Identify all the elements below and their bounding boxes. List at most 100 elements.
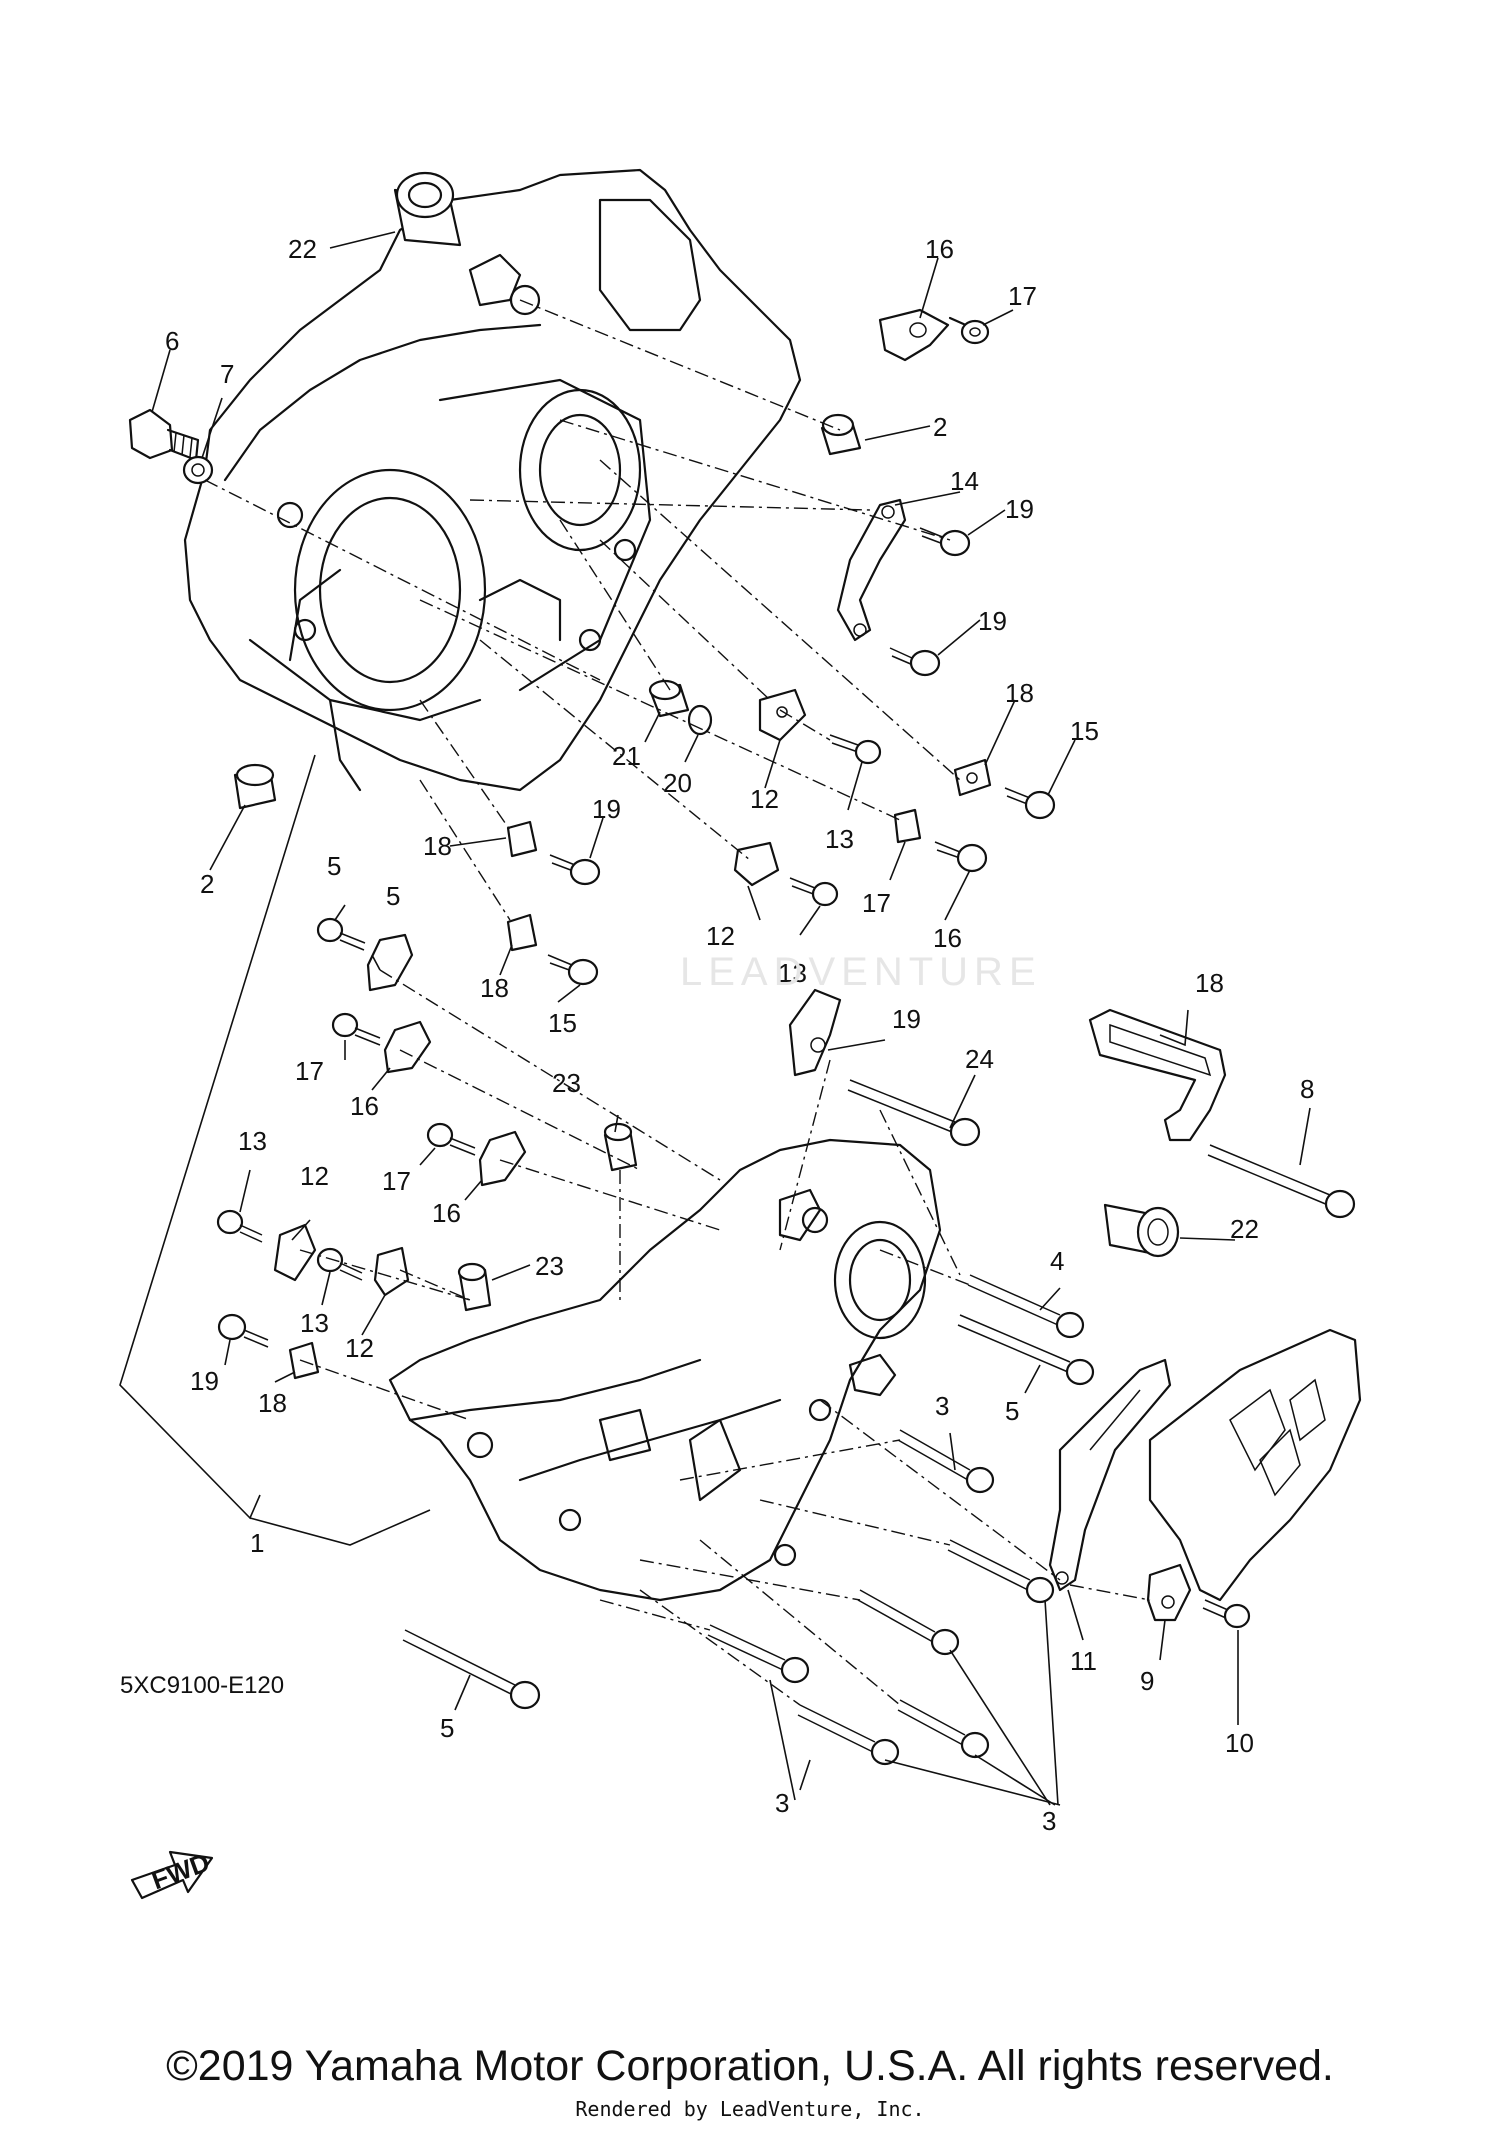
- callout: 18: [258, 1388, 287, 1418]
- part-16-bracket-left-a: [366, 933, 414, 992]
- part-16-bracket-upper: [878, 308, 950, 362]
- callout: 16: [925, 234, 954, 264]
- callout: 4: [1050, 1246, 1064, 1276]
- callout: 17: [1008, 281, 1037, 311]
- part-17-screw-upper: [948, 316, 990, 345]
- callout: 5: [1005, 1396, 1019, 1426]
- callout: 9: [1140, 1666, 1154, 1696]
- callout: 12: [750, 784, 779, 814]
- crankcase-left-half: [183, 168, 802, 792]
- callouts: 22 16 17 6 7 2 14 19 19 18 15 21 20 12 1…: [165, 234, 1314, 1836]
- part-18-plate-mid: [506, 820, 538, 858]
- callout: 5: [440, 1713, 454, 1743]
- part-2-dowel-upper: [820, 413, 862, 456]
- callout: 16: [432, 1198, 461, 1228]
- part-3-bolt-d: [707, 1624, 810, 1684]
- callout: 6: [165, 326, 179, 356]
- callout: 3: [935, 1391, 949, 1421]
- callout: 7: [220, 359, 234, 389]
- part-12-plate-upper: [758, 688, 807, 742]
- part-3-bolt-e: [797, 1704, 900, 1766]
- part-12-plate-left-a: [273, 1223, 317, 1282]
- callout: 22: [1230, 1214, 1259, 1244]
- part-13-screw-upper: [829, 734, 882, 765]
- callout: 3: [775, 1788, 789, 1818]
- callout: 19: [1005, 494, 1034, 524]
- callout: 16: [350, 1091, 379, 1121]
- callout: 19: [190, 1366, 219, 1396]
- part-18-plate-right: [953, 758, 992, 797]
- callout: 13: [825, 824, 854, 854]
- callout: 12: [300, 1161, 329, 1191]
- callout: 1: [250, 1528, 264, 1558]
- callout: 21: [612, 741, 641, 771]
- part-7-washer: [182, 455, 214, 485]
- part-12-plate-left-b: [373, 1246, 410, 1297]
- part-5-bolt-lower: [402, 1629, 541, 1710]
- leader-lines: [119, 231, 1311, 1806]
- callout: 13: [238, 1126, 267, 1156]
- rendered-by-notice: Rendered by LeadVenture, Inc.: [575, 2097, 925, 2121]
- part-18-plate-midright: [893, 808, 922, 844]
- callout: 18: [1005, 678, 1034, 708]
- part-15-bolt-right: [1004, 787, 1056, 820]
- callout: 10: [1225, 1728, 1254, 1758]
- part-24-guide: [1088, 1008, 1227, 1142]
- part-16-bracket-left-b: [383, 1020, 432, 1074]
- part-19-bolt-lowmid: [547, 954, 599, 986]
- part-19-bolt-b: [889, 647, 941, 677]
- part-17-screw-left-c: [426, 1122, 476, 1156]
- callout: 20: [663, 768, 692, 798]
- callout: 23: [552, 1068, 581, 1098]
- callout: 14: [950, 466, 979, 496]
- callout: 13: [300, 1308, 329, 1338]
- part-9-cover: [1146, 1328, 1362, 1622]
- part-2-dowel-lower: [233, 763, 277, 810]
- part-4-bolt: [967, 1274, 1085, 1339]
- part-16-bracket-left-c: [478, 1130, 527, 1187]
- part-18-plate-left: [288, 1341, 320, 1380]
- part-3-bolt-a: [897, 1429, 995, 1494]
- callout: 15: [1070, 716, 1099, 746]
- callout: 17: [382, 1166, 411, 1196]
- fwd-arrow-icon: FWD: [130, 1847, 214, 1900]
- part-22-bushing-lower: [1103, 1203, 1180, 1258]
- part-5-bolt-midright: [957, 1314, 1095, 1386]
- callout: 3: [1042, 1806, 1056, 1836]
- part-19-bolt-left: [217, 1313, 269, 1348]
- callout: 13: [778, 958, 807, 988]
- callout: 2: [933, 412, 947, 442]
- callout: 17: [862, 888, 891, 918]
- part-13-screw-left-a: [216, 1209, 263, 1243]
- callout: 24: [965, 1044, 994, 1074]
- callout: 18: [480, 973, 509, 1003]
- callout: 11: [1070, 1646, 1097, 1676]
- part-21-dowel: [648, 679, 690, 718]
- part-22-bushing-upper: [393, 171, 462, 247]
- part-20-oring: [687, 704, 713, 736]
- callout: 17: [295, 1056, 324, 1086]
- callout: 12: [706, 921, 735, 951]
- part-3-bolt-c: [857, 1589, 960, 1656]
- fwd-label: FWD: [148, 1847, 214, 1895]
- part-15-bolt-midright: [934, 841, 988, 873]
- callout: 5: [386, 881, 400, 911]
- part-18-plate-lowmid: [506, 913, 538, 952]
- callout: 23: [535, 1251, 564, 1281]
- callout: 18: [423, 831, 452, 861]
- part-17-screw-left-b: [331, 1012, 381, 1046]
- assembly-lines: [204, 299, 1151, 1706]
- part-17-screw-left-a: [316, 917, 366, 951]
- callout: 19: [892, 1004, 921, 1034]
- part-8-clip: [788, 988, 842, 1077]
- callout: 16: [933, 923, 962, 953]
- part-13-screw-left-b: [316, 1247, 363, 1281]
- part-11-guide-plate: [1048, 1358, 1172, 1592]
- callout: 8: [1300, 1074, 1314, 1104]
- part-23-dowel-upper: [603, 1122, 638, 1172]
- part-19-bolt-mid: [549, 854, 601, 886]
- callout: 2: [200, 869, 214, 899]
- copyright-notice: ©2019 Yamaha Motor Corporation, U.S.A. A…: [166, 2042, 1334, 2090]
- watermark: LEADVENTURE: [680, 950, 1042, 994]
